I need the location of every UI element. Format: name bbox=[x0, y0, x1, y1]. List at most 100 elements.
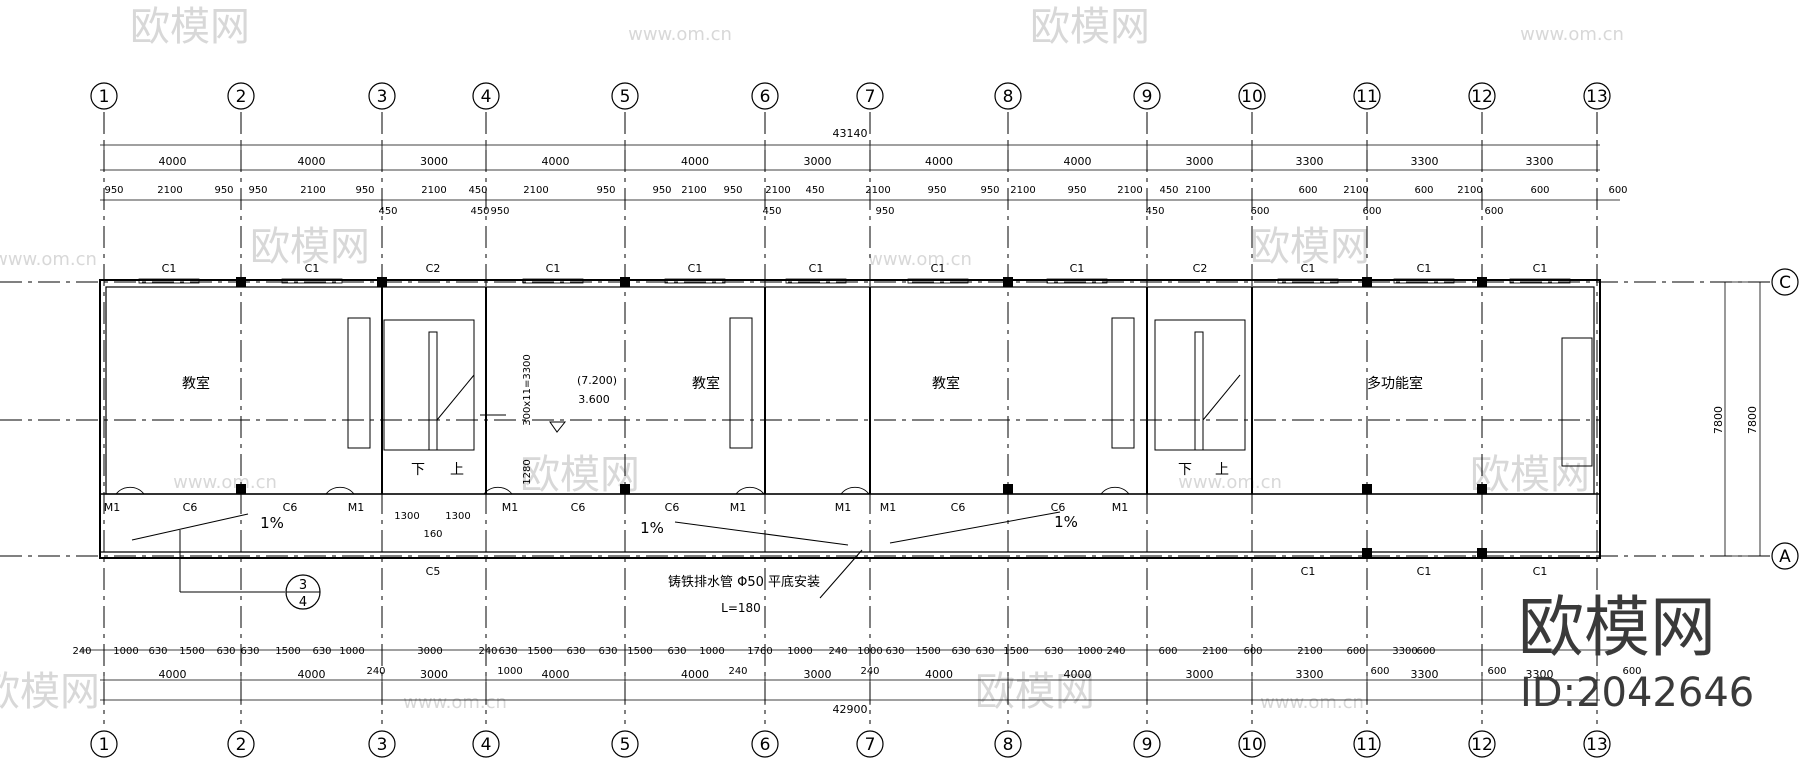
window-top bbox=[1393, 278, 1455, 284]
window-label-bottom: C1 bbox=[1301, 565, 1316, 578]
opening-dimension: 950 bbox=[1067, 185, 1086, 196]
watermark-brand-block: 欧模网 ID:2042646 bbox=[1518, 589, 1754, 716]
axis-label: 4 bbox=[481, 735, 492, 755]
opening-dimension: 950 bbox=[980, 185, 999, 196]
opening-dimension: 600 bbox=[1298, 185, 1317, 196]
axis-bubble bbox=[90, 730, 118, 758]
axis-label: 10 bbox=[1241, 735, 1263, 755]
window-label-top: C1 bbox=[162, 262, 177, 275]
detail-dimension: 240 bbox=[478, 646, 497, 657]
corridor-window-label: C6 bbox=[1051, 501, 1066, 514]
column bbox=[620, 484, 630, 494]
total-dimension: 43140 bbox=[833, 127, 868, 140]
bay-dimension: 4000 bbox=[681, 155, 709, 168]
watermark-brand: 欧模网 bbox=[1250, 224, 1370, 270]
minor-dimension: 600 bbox=[1487, 666, 1506, 677]
bay-dimension: 3000 bbox=[804, 155, 832, 168]
bay-dimension: 3000 bbox=[1186, 155, 1214, 168]
opening-dimension: 950 bbox=[248, 185, 267, 196]
detail-dimension: 630 bbox=[1044, 646, 1063, 657]
bay-dimension: 4000 bbox=[542, 155, 570, 168]
detail-dimension: 3000 bbox=[417, 646, 442, 657]
offset-dimension: 600 bbox=[1362, 206, 1381, 217]
window-top bbox=[1509, 278, 1571, 284]
axis-bubble bbox=[472, 730, 500, 758]
axis-bubble bbox=[994, 730, 1022, 758]
door-swing bbox=[1100, 486, 1130, 495]
bay-dimension: 4000 bbox=[298, 155, 326, 168]
minor-dimension: 600 bbox=[1370, 666, 1389, 677]
window-label-top: C1 bbox=[1533, 262, 1548, 275]
slope-label: 1% bbox=[640, 519, 664, 537]
axis-label: 9 bbox=[1142, 87, 1153, 107]
detail-dimension: 600 bbox=[1416, 646, 1435, 657]
axis-bubble bbox=[994, 82, 1022, 110]
window-label-top: C1 bbox=[305, 262, 320, 275]
axis-label: 11 bbox=[1356, 735, 1378, 755]
watermark-site: www.om.cn bbox=[403, 692, 507, 713]
corridor-depth-dim: 1280 bbox=[522, 459, 533, 484]
door-swing bbox=[735, 486, 765, 495]
detail-dimension: 1500 bbox=[527, 646, 552, 657]
opening-dimension: 600 bbox=[1608, 185, 1627, 196]
axis-label: 4 bbox=[481, 87, 492, 107]
corridor-window-label: C6 bbox=[951, 501, 966, 514]
window-top bbox=[138, 278, 200, 284]
bay-dimension: 3000 bbox=[804, 668, 832, 681]
axis-label: A bbox=[1779, 547, 1791, 567]
opening-dimension: 2100 bbox=[1010, 185, 1035, 196]
column bbox=[1477, 548, 1487, 558]
bay-dimension: 3300 bbox=[1526, 155, 1554, 168]
room-name: 教室 bbox=[932, 375, 960, 392]
column bbox=[236, 484, 246, 494]
overall-depth: 7800 bbox=[1712, 406, 1725, 434]
watermark-brand: 欧模网 bbox=[130, 4, 250, 50]
axis-label: 9 bbox=[1142, 735, 1153, 755]
axis-label: 13 bbox=[1586, 87, 1608, 107]
window-label-top: C1 bbox=[1417, 262, 1432, 275]
axis-bubble bbox=[611, 730, 639, 758]
bay-dimension: 4000 bbox=[1064, 155, 1092, 168]
axis-label: 7 bbox=[865, 87, 876, 107]
offset-dimension: 450 bbox=[762, 206, 781, 217]
axis-bubble bbox=[856, 730, 884, 758]
level-upper: (7.200) bbox=[577, 374, 617, 387]
door-label: M1 bbox=[104, 501, 121, 514]
watermark-site: www.om.cn bbox=[1520, 24, 1624, 45]
door-label: M1 bbox=[730, 501, 747, 514]
axis-bubble bbox=[90, 82, 118, 110]
offset-dimension: 450 bbox=[378, 206, 397, 217]
axis-label: 10 bbox=[1241, 87, 1263, 107]
overall-depth: 7800 bbox=[1746, 406, 1759, 434]
slope-label: 1% bbox=[1054, 513, 1078, 531]
offset-dimension: 600 bbox=[1250, 206, 1269, 217]
plan-dynamic: 1122334455667788991010111112121313CA4314… bbox=[72, 82, 1799, 758]
door-swing bbox=[483, 486, 513, 495]
detail-dimension: 3300 bbox=[1392, 646, 1417, 657]
watermark-layer: 欧模网欧模网欧模网欧模网欧模网欧模网欧模网欧模网www.om.cnwww.om.… bbox=[0, 4, 1624, 715]
bay-dimension: 4000 bbox=[925, 155, 953, 168]
bay-dimension: 3000 bbox=[1186, 668, 1214, 681]
watermark-brand: 欧模网 bbox=[1470, 452, 1590, 498]
axis-bubble bbox=[227, 82, 255, 110]
minor-dimension: 240 bbox=[728, 666, 747, 677]
axis-label: 12 bbox=[1471, 87, 1493, 107]
watermark-brand-large: 欧模网 bbox=[1518, 589, 1716, 666]
plan-structure bbox=[0, 144, 1770, 701]
opening-dimension: 2100 bbox=[523, 185, 548, 196]
watermark-brand: 欧模网 bbox=[250, 224, 370, 270]
axis-label: 2 bbox=[236, 87, 247, 107]
detail-dimension: 630 bbox=[498, 646, 517, 657]
bay-dimension: 3300 bbox=[1296, 668, 1324, 681]
bay-dimension: 4000 bbox=[925, 668, 953, 681]
axis-bubble bbox=[1583, 82, 1611, 110]
window-label-top: C1 bbox=[809, 262, 824, 275]
watermark-site: www.om.cn bbox=[1260, 692, 1364, 713]
bay-dimension: 4000 bbox=[1064, 668, 1092, 681]
window-label-bottom: C5 bbox=[426, 565, 441, 578]
detail-dimension: 630 bbox=[312, 646, 331, 657]
offset-dimension: 950 bbox=[490, 206, 509, 217]
column bbox=[236, 277, 246, 287]
watermark-brand: 欧模网 bbox=[1030, 4, 1150, 50]
